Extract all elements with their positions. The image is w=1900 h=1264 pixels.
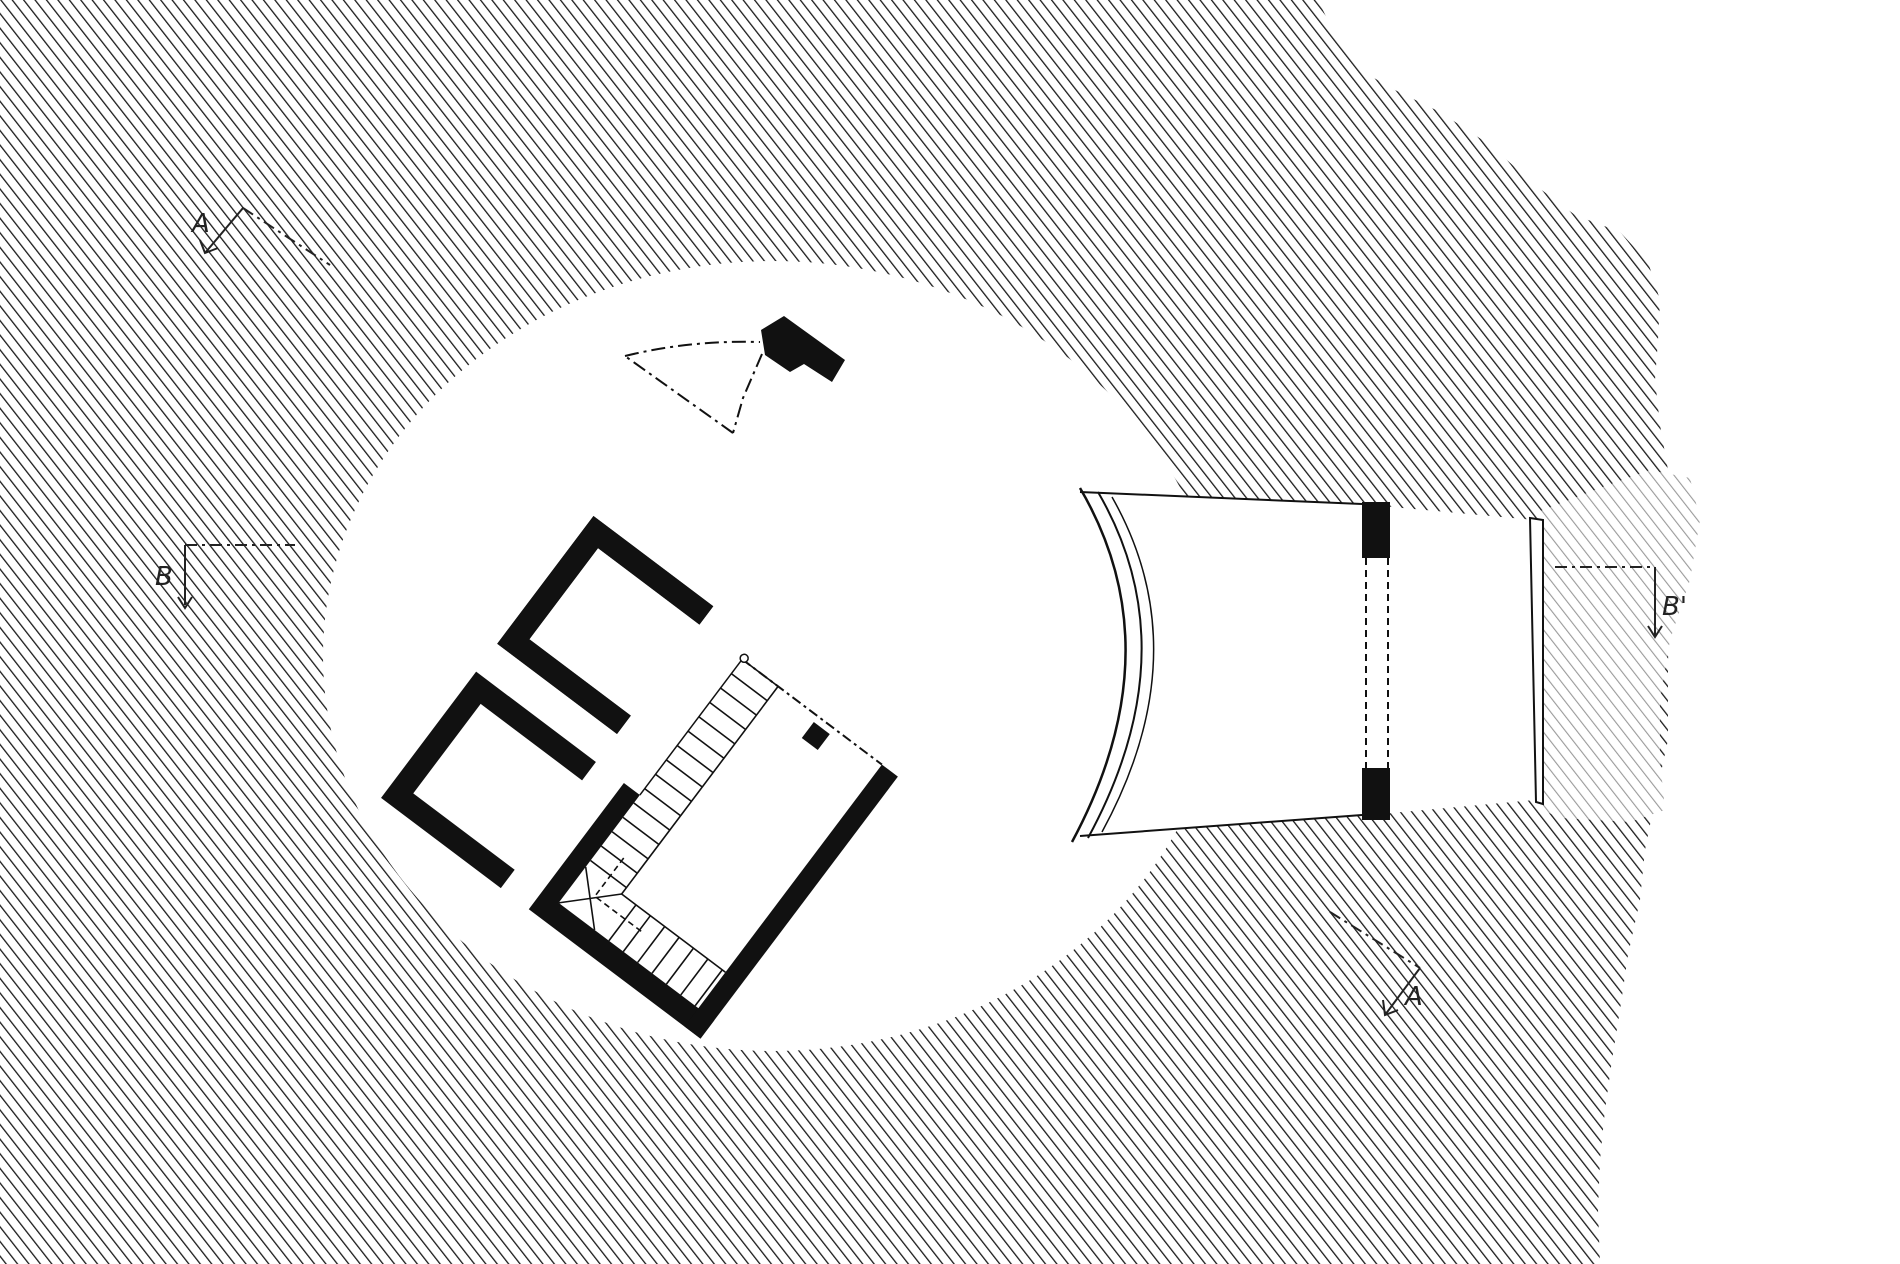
corridor-gate xyxy=(1362,502,1390,820)
entrance-threshold-arcs xyxy=(1070,487,1155,843)
section-label-a-end: A xyxy=(1403,982,1423,1012)
stair-treads xyxy=(558,658,779,1007)
interior-rooms xyxy=(381,515,898,1039)
section-label-b-start: B xyxy=(155,562,173,592)
faded-hatch-zone xyxy=(1538,470,1700,822)
room-c-bottom xyxy=(381,671,596,889)
top-wall-piece xyxy=(624,316,845,434)
hatched-ground-mass xyxy=(0,0,1672,1264)
section-marker-a-end xyxy=(1329,911,1421,1017)
section-marker-b-end xyxy=(1555,566,1663,639)
section-label-a-start: A xyxy=(190,209,210,239)
door-swing-arc xyxy=(624,340,761,357)
corridor-outline xyxy=(1079,491,1363,837)
corridor-end-wall xyxy=(1528,516,1544,806)
section-marker-b-start xyxy=(177,544,295,610)
section-marker-a-start xyxy=(199,207,331,266)
section-label-b-end: B' xyxy=(1662,592,1687,622)
stair-pillar xyxy=(801,722,830,751)
